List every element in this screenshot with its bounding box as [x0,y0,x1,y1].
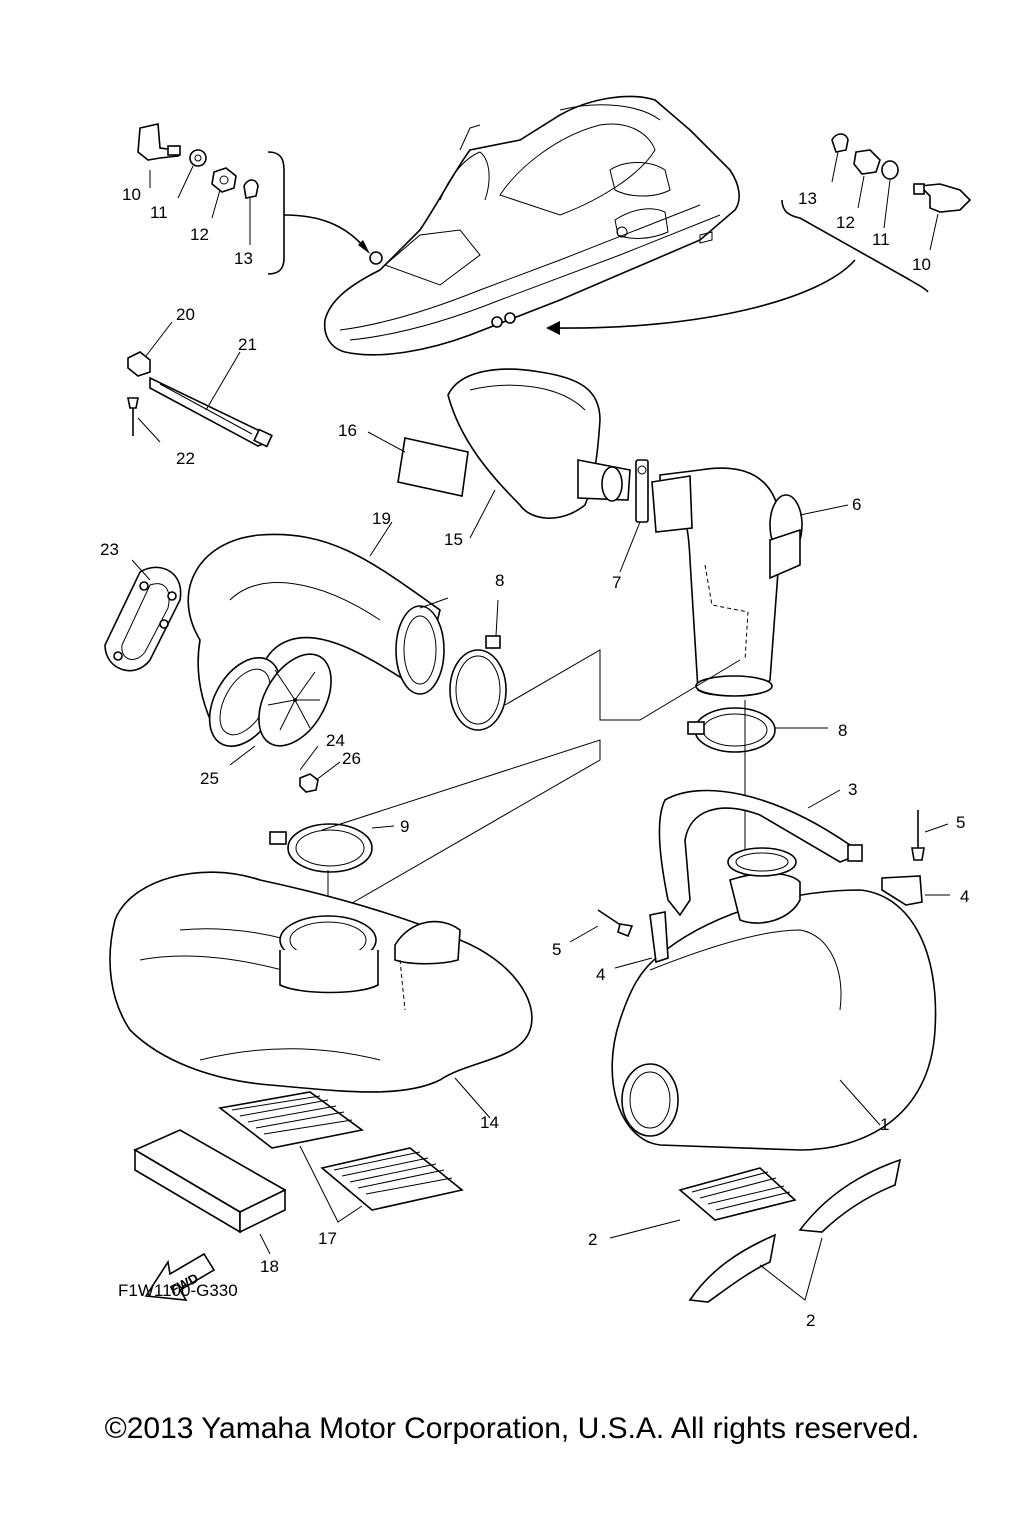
callout-15: 15 [444,530,463,549]
callout-19: 19 [372,509,391,528]
callout-2: 2 [588,1230,597,1249]
callout-13: 13 [798,189,817,208]
fastener-set-right [831,133,972,213]
callout-7: 7 [612,573,621,592]
callout-4: 4 [960,887,969,906]
callout-1: 1 [880,1115,889,1134]
foam-block-18 [133,1129,287,1234]
filter-pad-16 [397,437,469,497]
clamp-8-upper [449,635,507,731]
filter-pads-17 [218,1091,464,1211]
callout-8: 8 [838,721,847,740]
callout-14: 14 [480,1113,499,1132]
fwd-arrow [144,1252,216,1301]
callout-16: 16 [338,421,357,440]
callout-20: 20 [176,305,195,324]
callout-5: 5 [552,940,561,959]
callout-3: 3 [848,780,857,799]
callout-24: 24 [326,731,345,750]
right-arrow-head [546,321,560,335]
callout-26: 26 [342,749,361,768]
pads-2 [678,1158,902,1303]
callout-4: 4 [596,965,605,984]
intake-box-15 [447,368,631,519]
fastener-set-left [137,123,259,199]
mount-point-a [369,251,516,328]
rivet-5-left [597,909,634,938]
callout-11: 11 [150,203,168,222]
right-arrow-line [554,259,856,329]
left-arrow-head [358,240,370,254]
callout-9: 9 [400,817,409,836]
nut-26 [299,773,319,793]
strap-3 [658,789,863,917]
air-box-1 [611,847,937,1151]
clamp-8-lower [687,707,776,753]
callout-13: 13 [234,249,253,268]
callout-23: 23 [100,540,119,559]
callout-17: 17 [318,1229,337,1248]
callout-18: 18 [260,1257,279,1276]
callout-22: 22 [176,449,195,468]
left-arrow-line [283,214,366,249]
callout-10: 10 [122,185,141,204]
bracket-4-right [881,875,923,906]
callout-12: 12 [190,225,209,244]
callout-12: 12 [836,213,855,232]
rivet-5-right [911,810,925,861]
drawing-code: F1W1100-G330 [118,1281,238,1300]
clamp-9 [269,823,373,873]
left-bracket [267,151,285,275]
callout-2: 2 [806,1311,815,1330]
copyright-notice: ©2013 Yamaha Motor Corporation, U.S.A. A… [104,1412,920,1445]
callout-25: 25 [200,769,219,788]
band-7 [635,459,649,523]
callout-21: 21 [238,335,257,354]
flange-23 [104,566,182,672]
right-bracket [781,199,929,293]
duct-6 [651,467,803,697]
callout-5: 5 [956,813,965,832]
watercraft-illustration [323,95,740,356]
callout-11: 11 [872,230,890,249]
callout-10: 10 [912,255,931,274]
plate-24 [258,653,332,747]
callout-6: 6 [852,495,861,514]
clip-and-tie [127,351,273,448]
callout-8: 8 [495,571,504,590]
bracket-4-left [649,911,669,964]
intake-box-14 [109,871,533,1093]
